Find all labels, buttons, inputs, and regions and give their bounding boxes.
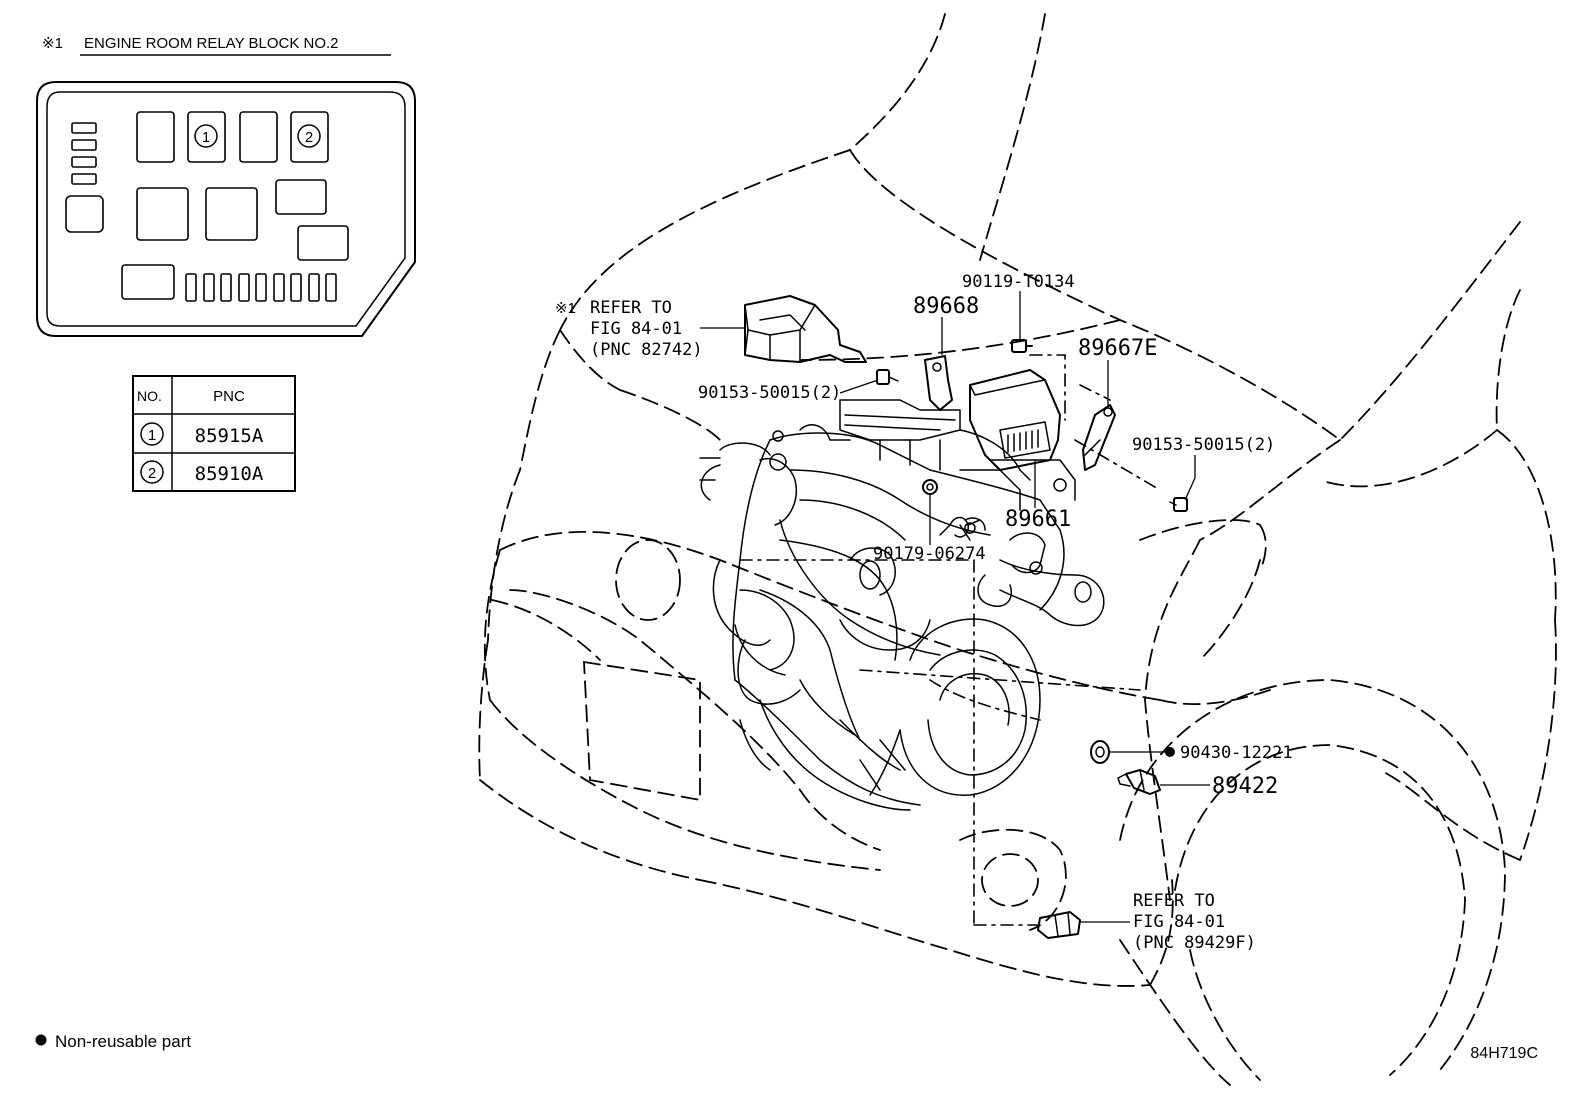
label-90153-left: 90153-50015(2) — [698, 383, 841, 403]
refer-bottom-line2: FIG 84-01 — [1133, 912, 1225, 932]
sensor-89429f — [1037, 911, 1081, 939]
relay-marker-1-label: 1 — [202, 129, 210, 146]
wire-clamp — [939, 516, 981, 538]
row-pnc-2: 85910A — [195, 463, 264, 485]
bolt-90119 — [1011, 339, 1033, 353]
legend: Non-reusable part — [35, 1032, 191, 1051]
reference-centerlines — [739, 354, 1161, 926]
relay-slot — [239, 111, 278, 163]
fuse-slot — [71, 139, 97, 151]
label-90179: 90179-06274 — [873, 544, 986, 564]
row-marker-1 — [140, 422, 164, 446]
mini-fuse — [220, 273, 232, 302]
pnc-table: NO. PNC 1 85915A 2 85910A — [132, 375, 296, 492]
relay-marker-2 — [297, 124, 321, 148]
row-pnc-1: 85915A — [195, 425, 264, 447]
relay-slot — [297, 225, 349, 261]
relay-block-outline-inner — [46, 91, 406, 327]
mini-fuse-row — [185, 273, 337, 302]
nut-90179 — [922, 479, 938, 495]
mini-fuse — [203, 273, 215, 302]
row-marker-2 — [140, 460, 164, 484]
callout-leaders — [700, 291, 1210, 923]
relay-slot — [121, 264, 175, 300]
refer-bottom-line1: REFER TO — [1133, 891, 1215, 911]
engine-assembly-sketch — [699, 399, 1105, 811]
table-row: 2 85910A — [140, 460, 264, 485]
refer-top-line3: (PNC 82742) — [590, 340, 703, 360]
relay-marker-2-label: 2 — [305, 129, 313, 146]
relay-slot — [275, 179, 327, 215]
mini-fuse — [185, 273, 197, 302]
figure-code: 84H719C — [1470, 1045, 1538, 1062]
relay-slot — [136, 187, 189, 241]
relay-block-title: ENGINE ROOM RELAY BLOCK NO.2 — [84, 35, 339, 52]
ecm-module — [969, 369, 1061, 471]
ecm-bracket-89668 — [924, 355, 953, 411]
mini-fuse — [308, 273, 320, 302]
legend-dot — [35, 1034, 47, 1046]
pnc-table-header-pnc: PNC — [213, 388, 245, 405]
relay-slot — [136, 111, 175, 163]
relay-slot — [205, 187, 258, 241]
relay-block-inset: ※1 ENGINE ROOM RELAY BLOCK NO.2 1 2 — [36, 35, 416, 337]
pnc-table-header-no: NO. — [137, 388, 162, 404]
vehicle-body-outline — [478, 13, 1557, 1086]
row-no-1: 1 — [148, 427, 156, 444]
bolt-90153-left — [876, 369, 899, 385]
fuse-slot — [71, 156, 97, 168]
fuse-slot — [71, 173, 97, 185]
callout-labels: ※1 REFER TO FIG 84-01 (PNC 82742) 90119-… — [555, 272, 1293, 953]
non-reusable-dot — [1165, 747, 1175, 757]
refer-top-mark: ※1 — [555, 300, 576, 317]
label-90430: 90430-12221 — [1180, 743, 1293, 763]
relay-block-outline-outer — [36, 81, 416, 337]
mini-fuse — [255, 273, 267, 302]
mini-fuse — [290, 273, 302, 302]
ecm-bracket-89667e — [1082, 404, 1116, 471]
sensor-89422 — [1117, 769, 1161, 795]
label-89667e: 89667E — [1078, 336, 1157, 361]
label-89668: 89668 — [913, 294, 979, 319]
refer-top-line2: FIG 84-01 — [590, 319, 682, 339]
relay-block-note-mark: ※1 — [42, 35, 63, 52]
refer-top-line1: REFER TO — [590, 298, 672, 318]
gasket-90430 — [1090, 740, 1110, 764]
label-89661: 89661 — [1005, 507, 1071, 532]
mini-fuse — [273, 273, 285, 302]
relay-slot-1 — [187, 111, 226, 163]
relay-slot — [65, 195, 104, 233]
mini-fuse — [325, 273, 337, 302]
row-no-2: 2 — [148, 465, 156, 482]
fuse-slot — [71, 122, 97, 134]
refer-bottom-line3: (PNC 89429F) — [1133, 933, 1256, 953]
bolt-90153-right — [1169, 497, 1188, 512]
label-90119: 90119-T0134 — [962, 272, 1075, 292]
relay-slot-2 — [290, 111, 329, 163]
relay-block-bracket — [744, 295, 867, 363]
label-90153-right: 90153-50015(2) — [1132, 435, 1275, 455]
mini-fuse — [238, 273, 250, 302]
table-row: 1 85915A — [140, 422, 264, 447]
legend-text: Non-reusable part — [55, 1032, 191, 1051]
relay-marker-1 — [194, 124, 218, 148]
label-89422: 89422 — [1212, 774, 1278, 799]
